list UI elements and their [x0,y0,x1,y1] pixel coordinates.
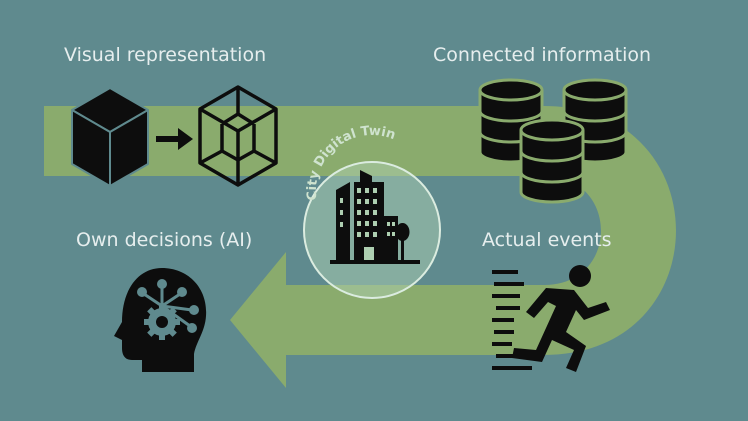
database-front-stack [519,118,585,204]
city-digital-twin-hub: City Digital Twin [303,124,441,299]
ai-head-icon [114,268,207,372]
own-decisions-label: Own decisions (AI) [76,229,253,251]
database-icon [478,78,628,204]
running-person-icon [492,265,610,372]
city-buildings-icon [330,170,420,264]
arrow-right-icon [156,128,193,150]
flow-band-path [44,106,676,388]
solid-cube-icon [71,87,149,187]
actual-events-label: Actual events [482,229,612,251]
visual-representation-label: Visual representation [64,44,267,66]
connected-information-label: Connected information [433,44,652,66]
wireframe-cube-icon [198,85,278,187]
